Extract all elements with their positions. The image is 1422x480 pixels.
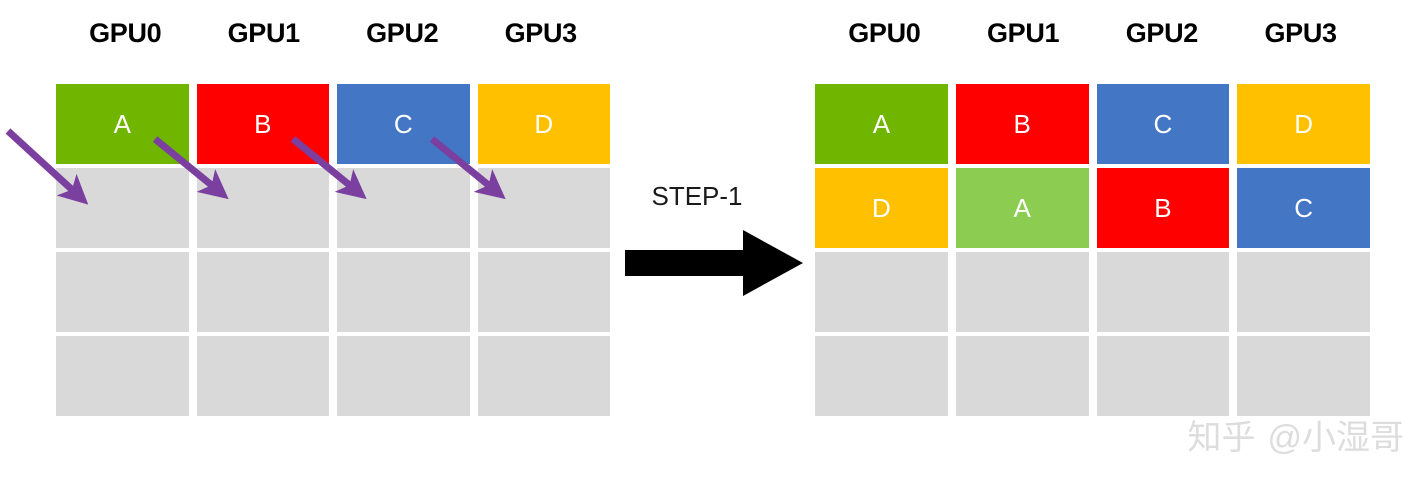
right-cell-c3-r2: [1237, 252, 1370, 332]
left-cell-c1-r3: [196, 336, 329, 416]
right-cell-c1-r3: [955, 336, 1089, 416]
watermark-username: @小湿哥: [1267, 419, 1404, 457]
right-cell-label-c1-r1: A: [1013, 193, 1031, 223]
step-transition: STEP-1: [613, 180, 813, 300]
left-cell-label-c2-r0: C: [393, 109, 413, 139]
right-cell-c1-r0: B: [955, 84, 1089, 164]
right-header-gpu0: GPU0: [848, 18, 921, 48]
right-header-gpu2: GPU2: [1125, 18, 1199, 48]
left-cell-c3-r2: [477, 252, 610, 332]
left-header-gpu2: GPU2: [366, 18, 439, 48]
right-cell-c3-r3: [1237, 336, 1370, 416]
left-cell-c2-r0: C: [337, 84, 470, 164]
right-cell-c3-r1: C: [1237, 168, 1370, 248]
left-column-gpu3: D: [477, 84, 610, 416]
left-header-gpu1: GPU1: [227, 18, 301, 48]
right-cell-c2-r0: C: [1096, 84, 1230, 164]
right-header-gpu1: GPU1: [986, 18, 1060, 48]
step-label: STEP-1: [651, 181, 743, 211]
left-cell-c2-r1: [337, 168, 470, 248]
right-cell-label-c1-r0: B: [1013, 109, 1031, 139]
right-cell-label-c0-r0: A: [872, 109, 891, 139]
left-cell-c0-r2: [56, 252, 189, 332]
left-gpu-panel: GPU0 GPU1 GPU2 GPU3 A B C D: [56, 0, 610, 480]
right-cell-c2-r1: B: [1096, 168, 1230, 248]
left-header-gpu0: GPU0: [89, 18, 162, 48]
left-cell-c3-r0: D: [477, 84, 610, 164]
left-cell-c1-r2: [196, 252, 329, 332]
right-cell-label-c3-r1: C: [1294, 193, 1314, 223]
right-cell-c1-r1: A: [955, 168, 1089, 248]
left-header-gpu3: GPU3: [504, 18, 578, 48]
left-cell-c0-r0: A: [56, 84, 189, 164]
left-column-gpu0: A: [56, 84, 189, 416]
right-cell-label-c2-r0: C: [1153, 109, 1173, 139]
right-header-gpu3: GPU3: [1264, 18, 1337, 48]
right-cell-c2-r3: [1096, 336, 1230, 416]
left-cell-c2-r3: [337, 336, 470, 416]
right-cell-c0-r1: D: [815, 168, 948, 248]
left-cell-c2-r2: [337, 252, 470, 332]
left-column-gpu1: B: [196, 84, 329, 416]
right-cell-c0-r0: A: [815, 84, 948, 164]
left-cell-c3-r1: [477, 168, 610, 248]
left-cell-label-c0-r0: A: [113, 109, 131, 139]
left-cell-c0-r1: [56, 168, 189, 248]
left-column-gpu2: C: [337, 84, 470, 416]
left-cell-c0-r3: [56, 336, 189, 416]
left-cell-label-c1-r0: B: [254, 109, 272, 139]
right-cell-label-c3-r0: D: [1294, 109, 1314, 139]
right-cell-c0-r2: [815, 252, 948, 332]
right-cell-c2-r2: [1096, 252, 1230, 332]
watermark-brand: 知乎: [1187, 419, 1256, 457]
left-cell-c1-r1: [196, 168, 329, 248]
right-cell-c1-r2: [955, 252, 1089, 332]
left-grid: A B C D: [56, 84, 610, 416]
right-cell-label-c2-r1: B: [1154, 193, 1172, 223]
left-cell-c3-r3: [477, 336, 610, 416]
left-cell-c1-r0: B: [196, 84, 329, 164]
left-cell-label-c3-r0: D: [534, 109, 554, 139]
right-panel-headers: GPU0 GPU1 GPU2 GPU3: [815, 16, 1370, 50]
right-cell-label-c0-r1: D: [871, 193, 891, 223]
right-cell-c3-r0: D: [1237, 84, 1370, 164]
left-panel-headers: GPU0 GPU1 GPU2 GPU3: [56, 16, 610, 50]
watermark: 知乎 @小湿哥: [1187, 418, 1404, 458]
step-arrow-icon: [625, 230, 803, 296]
right-cell-c0-r3: [815, 336, 948, 416]
